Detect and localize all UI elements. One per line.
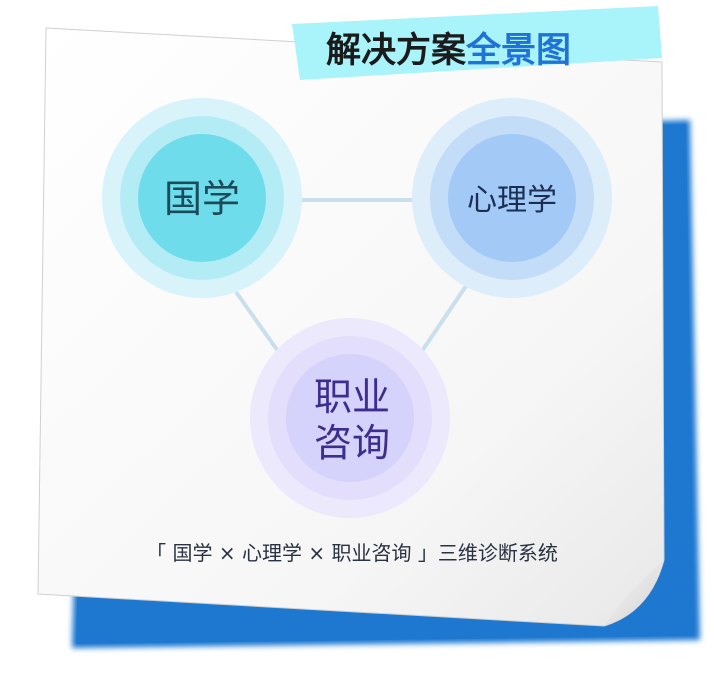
node-zhiye: 职业 咨询 [250, 318, 450, 518]
connector-guoxue-zhiye [234, 290, 282, 356]
node-guoxue-core [138, 134, 266, 262]
title-part-1: 解决方案 [326, 31, 467, 71]
node-xinlixue-core [448, 134, 576, 262]
node-guoxue: 国学 [102, 98, 302, 298]
node-zhiye-core [286, 354, 414, 482]
node-zhiye-label-line1: 职业 [314, 375, 390, 419]
node-zhiye-label-line2: 咨询 [314, 421, 390, 465]
node-xinlixue-label: 心理学 [467, 183, 557, 218]
connector-xinlixue-zhiye [418, 284, 468, 356]
title-banner [292, 6, 662, 80]
node-guoxue-label: 国学 [164, 177, 240, 221]
title-part-2: 全景图 [465, 30, 571, 71]
page-title: 解决方案全景图 [326, 30, 571, 71]
node-xinlixue: 心理学 [412, 98, 612, 298]
connector-lines [234, 198, 468, 356]
paper-curl [604, 560, 664, 626]
caption: 「 国学 × 心理学 × 职业咨询 」三维诊断系统 [146, 541, 558, 565]
